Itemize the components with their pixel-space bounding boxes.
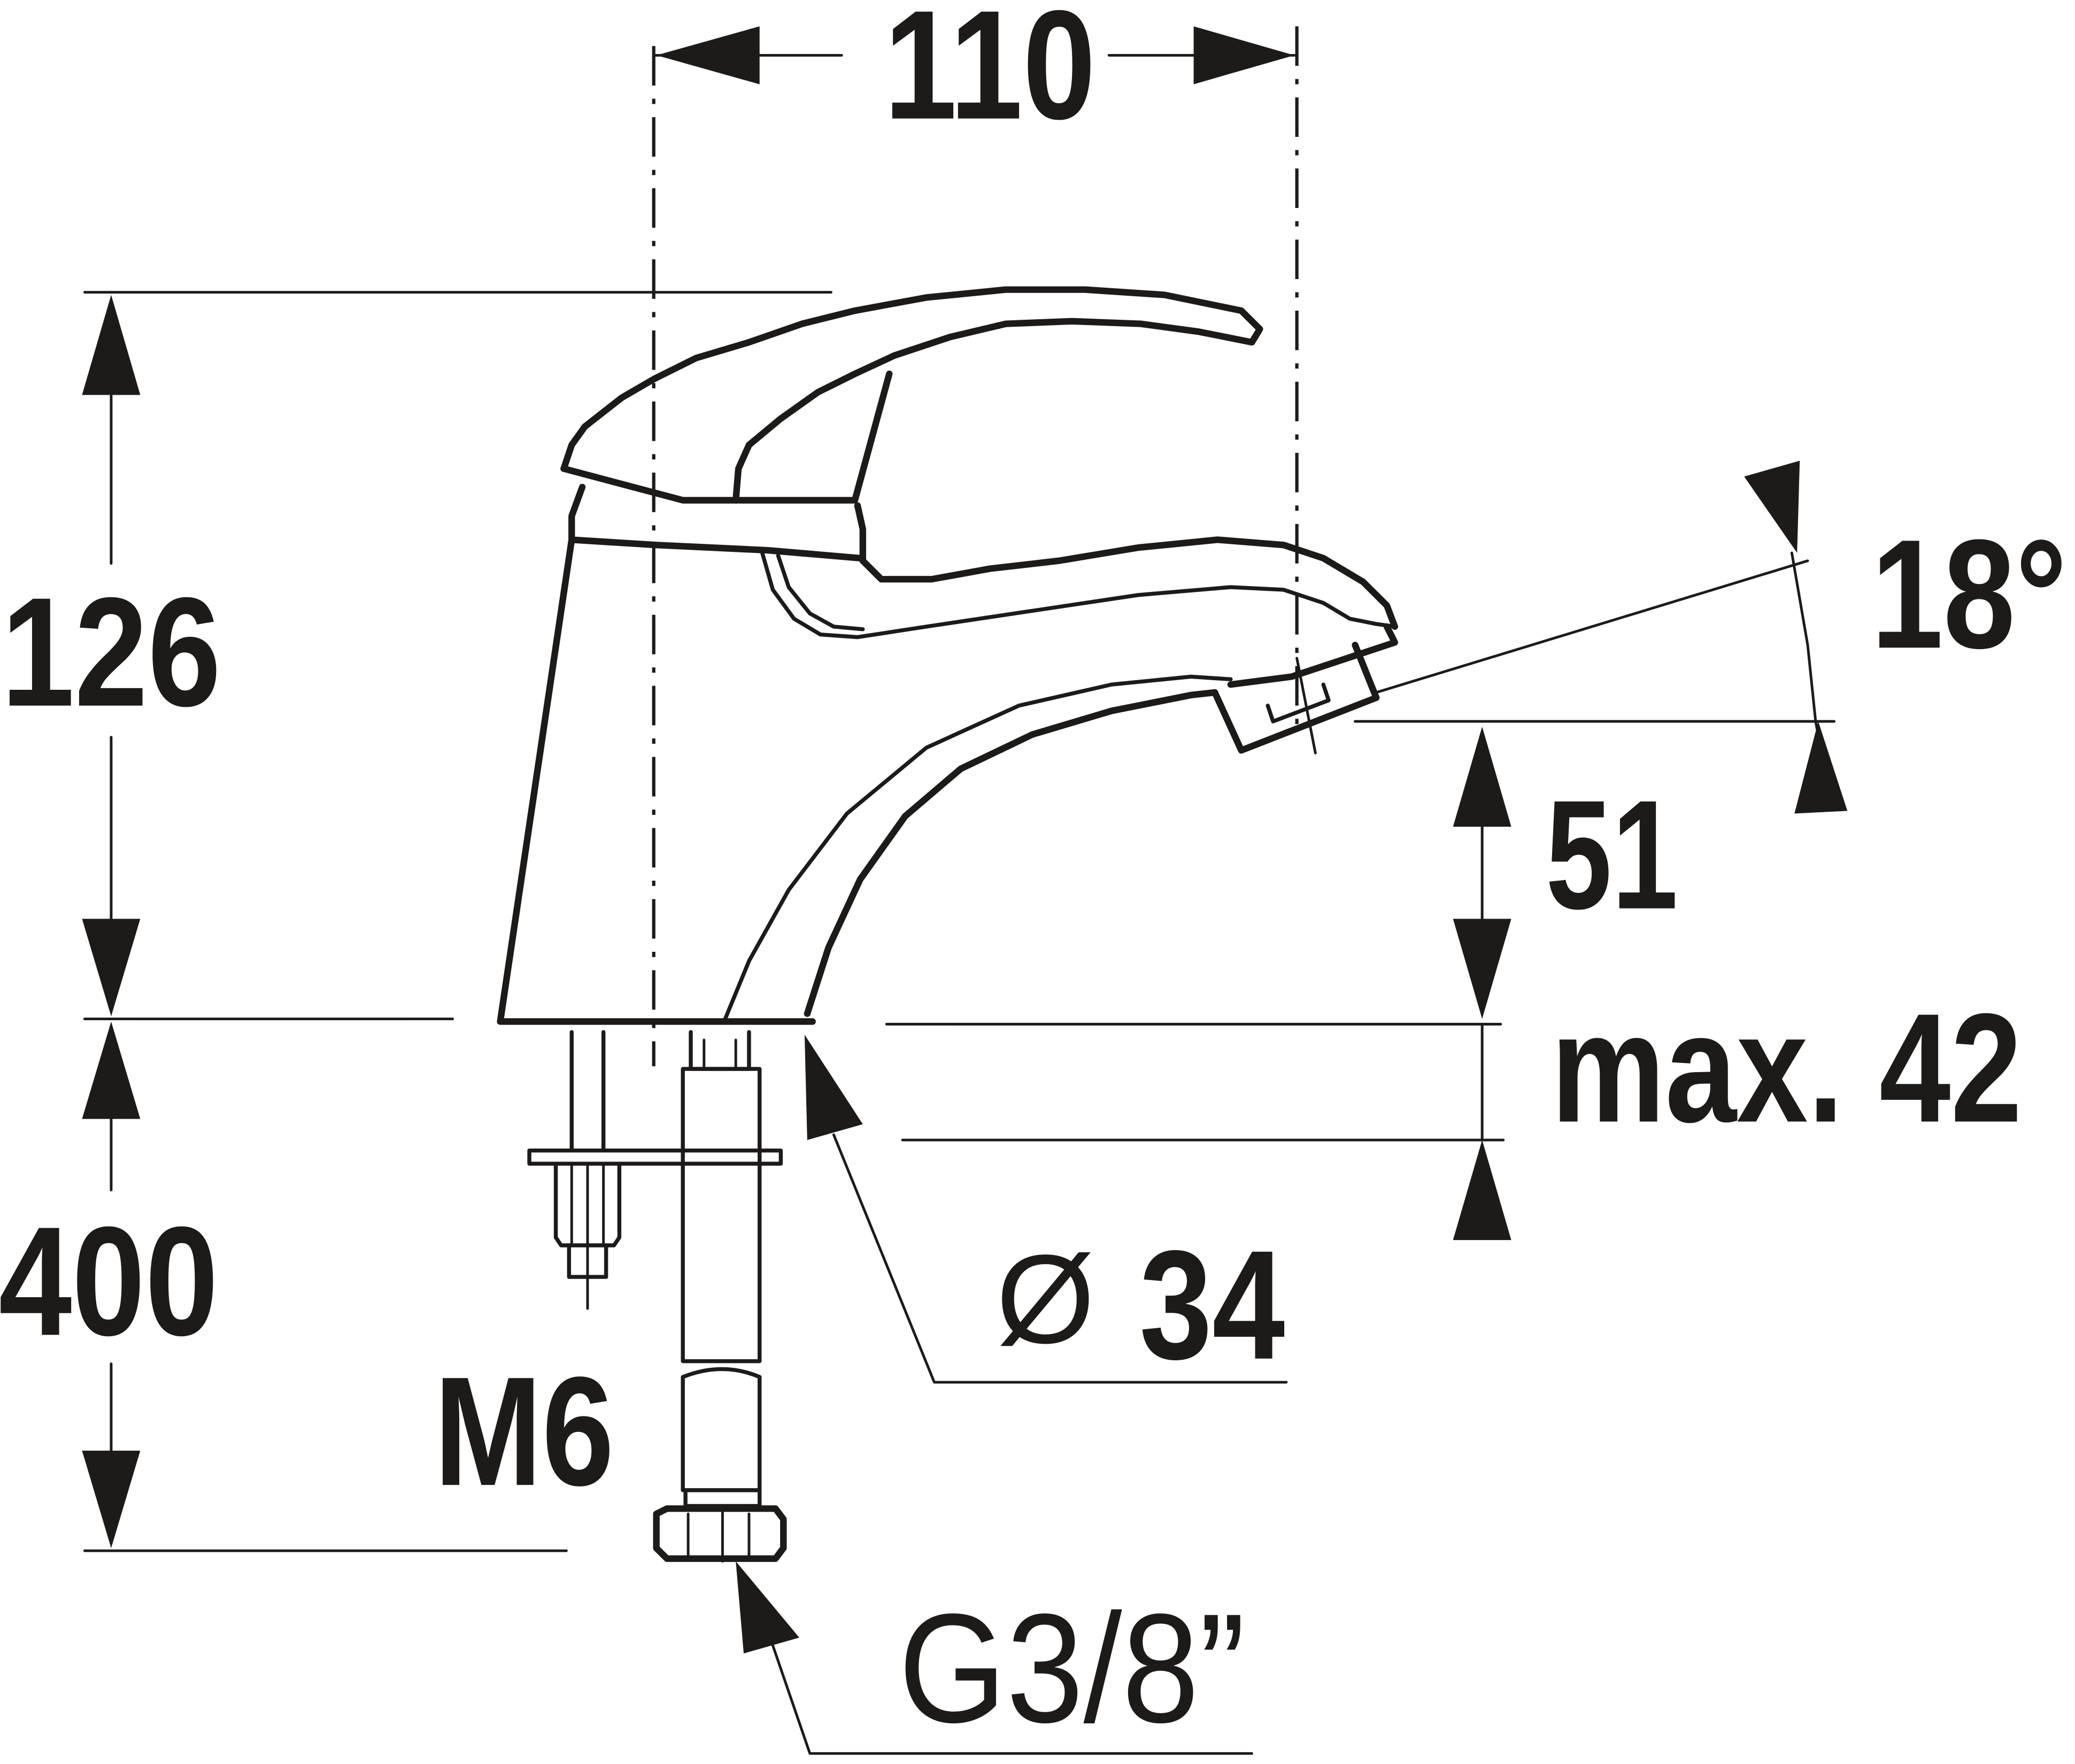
dimension-label-110: 110	[884, 0, 1096, 151]
label-m6: M6	[434, 1344, 614, 1518]
dimension-126: 126	[1, 291, 832, 1016]
center-lines	[652, 26, 1299, 1067]
dimension-18-degrees: 18°	[1375, 460, 2067, 814]
dimension-label-51: 51	[1546, 767, 1678, 941]
dimension-label-18-degrees: 18°	[1871, 507, 2067, 681]
dimension-label-max-42: max. 42	[1551, 981, 2022, 1154]
dimension-g3-8: G3/8”	[736, 1561, 1253, 1755]
dimension-label-g3-8: G3/8”	[899, 1581, 1245, 1755]
dimension-51: 51	[1354, 720, 1836, 1019]
dimension-diameter-34: Ø 34	[804, 1035, 1288, 1392]
fixing-stud	[527, 1030, 783, 1310]
dimension-400: 400	[0, 1018, 568, 1552]
dimension-label-400: 400	[0, 1194, 218, 1368]
tap-body	[497, 286, 1398, 1025]
dimension-110: 110	[652, 0, 1296, 151]
dimension-label-126: 126	[1, 565, 221, 738]
flexible-hose	[653, 1030, 787, 1563]
dimension-label-34: 34	[1139, 1218, 1286, 1391]
diameter-symbol: Ø	[996, 1229, 1095, 1370]
dimension-max-42: max. 42	[885, 981, 2022, 1241]
